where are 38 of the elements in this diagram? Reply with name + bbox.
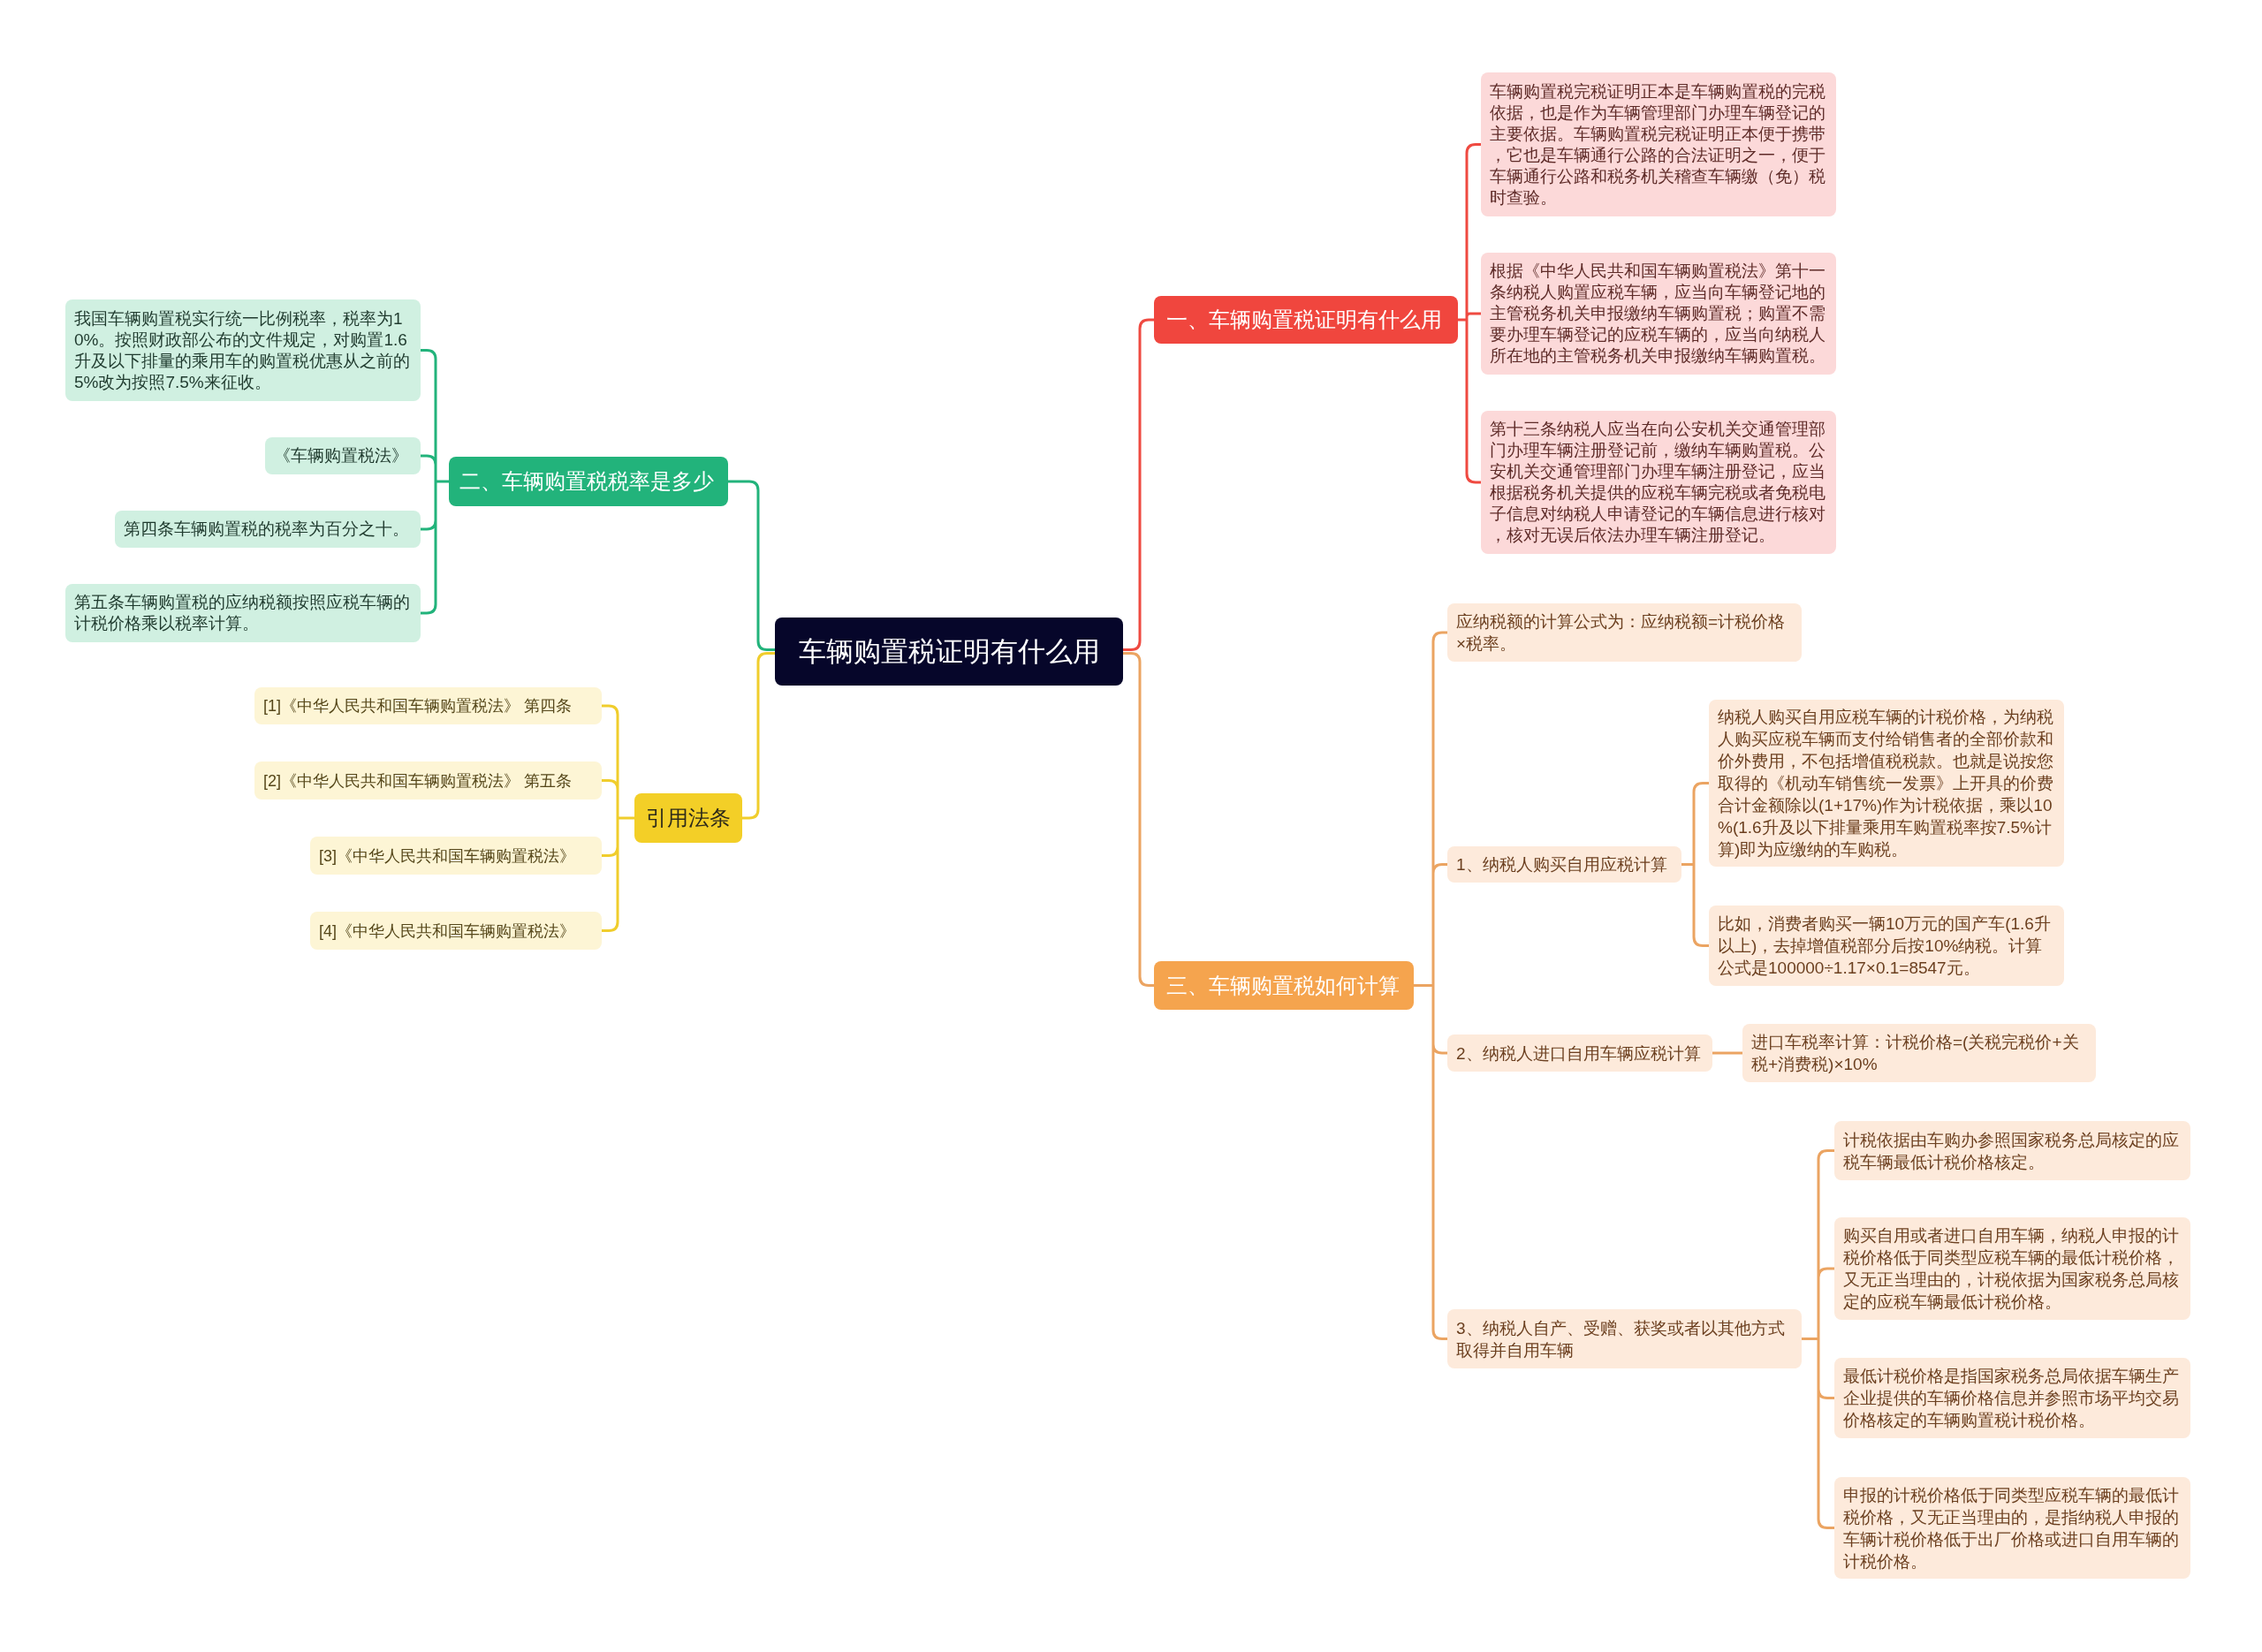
subtopic: 计税依据由车购办参照国家税务总局核定的应税车辆最低计税价格核定。: [1834, 1121, 2190, 1180]
main-topic: 三、车辆购置税如何计算: [1154, 961, 1414, 1010]
connector-line: [419, 349, 451, 615]
subtopic: 2、纳税人进口自用车辆应税计算: [1447, 1034, 1712, 1072]
subtopic: [2]《中华人民共和国车辆购置税法》 第五条: [254, 762, 602, 799]
central-topic: 车辆购置税证明有什么用: [775, 618, 1123, 686]
subtopic: 我国车辆购置税实行统一比例税率，税率为10%。按照财政部公布的文件规定，对购置1.6升及以下排量的乘用车的购置税优惠从之前的5%改为按照7.5%来征收。: [65, 299, 421, 401]
connector-line: [600, 704, 636, 932]
subtopic: 根据《中华人民共和国车辆购置税法》第十一条纳税人购置应税车辆，应当向车辆登记地的主管税务机关申报缴纳车辆购置税；购置不需要办理车辆登记的应税车辆的，应当向纳税人所在地的主管税务机关申报缴纳车辆购置税。: [1481, 253, 1836, 375]
subtopic: 申报的计税价格低于同类型应税车辆的最低计税价格，又无正当理由的，是指纳税人申报的车辆计税价格低于出厂价格或进口自用车辆的计税价格。: [1834, 1477, 2190, 1579]
subtopic: 《车辆购置税法》: [265, 437, 421, 474]
subtopic: 纳税人购买自用应税车辆的计税价格，为纳税人购买应税车辆而支付给销售者的全部价款和价外费用，不包括增值税税款。也就是说按您取得的《机动车销售统一发票》上开具的价费合计金额除以(1+17%)作为计税依据，乘以10%(1.6升及以下排量乘用车购置税率按7.5%计算)即为应缴纳的车购税。: [1709, 700, 2064, 867]
subtopic: 1、纳税人购买自用应税计算: [1447, 846, 1681, 883]
connector-line: [1121, 318, 1156, 651]
subtopic: 进口车税率计算：计税价格=(关税完税价+关税+消费税)×10%: [1742, 1024, 2096, 1082]
subtopic: [4]《中华人民共和国车辆购置税法》: [310, 912, 602, 950]
connector-line: [1800, 1149, 1836, 1529]
main-topic: 引用法条: [634, 793, 742, 843]
connector-line: [1711, 1051, 1744, 1055]
connector-line: [1121, 652, 1156, 987]
subtopic: 应纳税额的计算公式为：应纳税额=计税价格×税率。: [1447, 603, 1802, 662]
subtopic: 购买自用或者进口自用车辆，纳税人申报的计税价格低于同类型应税车辆的最低计税价格，又无正当理由的，计税依据为国家税务总局核定的应税车辆最低计税价格。: [1834, 1217, 2190, 1320]
connector-line: [1680, 782, 1711, 947]
connector-line: [1412, 631, 1449, 1340]
main-topic: 一、车辆购置税证明有什么用: [1154, 296, 1458, 344]
subtopic: 比如，消费者购买一辆10万元的国产车(1.6升以上)，去掉增值税部分后按10%纳税。计算公式是100000÷1.17×0.1=8547元。: [1709, 906, 2064, 986]
main-topic: 二、车辆购置税税率是多少: [449, 457, 728, 506]
connector-line: [740, 652, 777, 820]
subtopic: 第四条车辆购置税的税率为百分之十。: [115, 511, 421, 548]
subtopic: 第五条车辆购置税的应纳税额按照应税车辆的计税价格乘以税率计算。: [65, 584, 421, 642]
subtopic: [1]《中华人民共和国车辆购置税法》 第四条: [254, 687, 602, 724]
subtopic: 第十三条纳税人应当在向公安机关交通管理部门办理车辆注册登记前，缴纳车辆购置税。公安机关交通管理部门办理车辆注册登记，应当根据税务机关提供的应税车辆完税或者免税电子信息对纳税人申请登记的车辆信息进行核对，核对无误后依法办理车辆注册登记。: [1481, 411, 1836, 554]
connector-line: [1456, 143, 1483, 484]
subtopic: [3]《中华人民共和国车辆购置税法》: [310, 837, 602, 875]
connector-line: [726, 480, 777, 651]
subtopic: 车辆购置税完税证明正本是车辆购置税的完税依据，也是作为车辆管理部门办理车辆登记的主要依据。车辆购置税完税证明正本便于携带，它也是车辆通行公路的合法证明之一，便于车辆通行公路和税务机关稽查车辆缴（免）税时查验。: [1481, 72, 1836, 216]
subtopic: 3、纳税人自产、受赠、获奖或者以其他方式取得并自用车辆: [1447, 1309, 1802, 1368]
subtopic: 最低计税价格是指国家税务总局依据车辆生产企业提供的车辆价格信息并参照市场平均交易价格核定的车辆购置税计税价格。: [1834, 1358, 2190, 1438]
